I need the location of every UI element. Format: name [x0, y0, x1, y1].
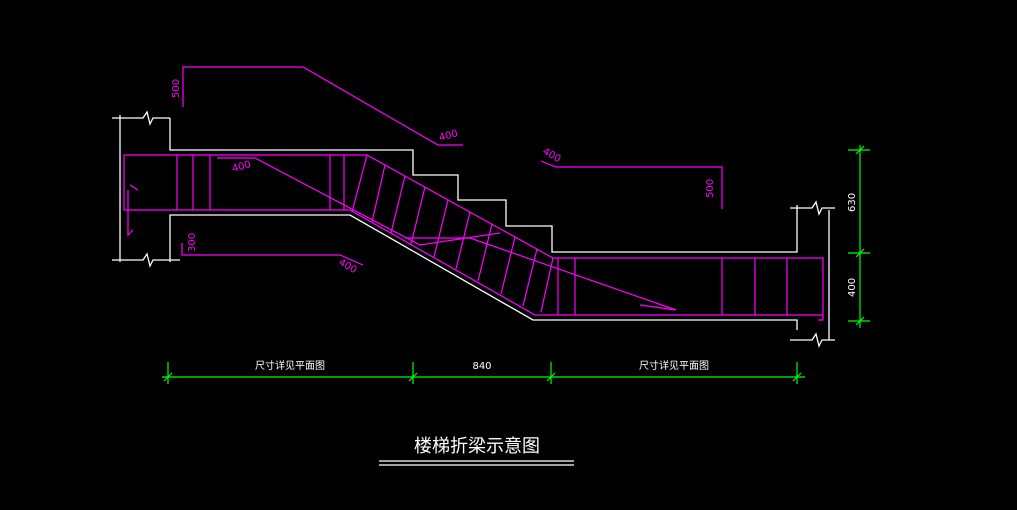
rebar-inner-bottom — [405, 237, 677, 311]
rebar-right-top-bent — [540, 160, 723, 209]
drawing-title: 楼梯折梁示意图 — [414, 436, 540, 457]
dim-slash — [855, 248, 865, 258]
stirrup — [371, 164, 386, 223]
rebar-inner-top — [217, 157, 501, 246]
stirrup — [390, 175, 406, 234]
dim-slash — [855, 145, 865, 155]
label-inner-top: 400 — [231, 159, 252, 175]
dim-slash — [408, 372, 418, 382]
stirrup — [540, 257, 554, 313]
stirrup — [351, 154, 368, 213]
dim-text-right-upper: 630 — [847, 193, 858, 212]
rebar-group — [123, 66, 824, 321]
title-underline — [379, 460, 574, 466]
dim-slash — [855, 316, 865, 326]
rebar-left-hook-a — [127, 190, 134, 237]
dim-text-middle-span: 840 — [472, 361, 491, 372]
dim-slash — [163, 372, 173, 382]
rebar-labels: 500 400 400 400 500 300 400 — [171, 79, 716, 276]
rebar-bottom-left — [181, 243, 364, 266]
stirrup — [455, 211, 471, 270]
upper-outline — [169, 118, 798, 253]
dimension-texts: 尺寸详见平面图 840 尺寸详见平面图 630 400 — [255, 193, 858, 372]
lower-outline — [169, 214, 798, 330]
concrete-outline — [112, 110, 835, 348]
label-top-left-vertical: 500 — [171, 79, 182, 98]
label-right-top-vertical: 500 — [705, 179, 716, 198]
dim-slash — [546, 372, 556, 382]
label-bottom-left-bend: 400 — [337, 257, 359, 276]
stirrup — [433, 199, 449, 258]
rebar-left-hook-b — [129, 184, 139, 191]
stirrup — [500, 236, 516, 295]
dimension-lines — [162, 145, 870, 384]
label-top-left-bend: 400 — [438, 128, 459, 144]
stirrup — [477, 223, 493, 282]
stirrup — [522, 248, 538, 307]
right-support-top-break — [790, 200, 835, 216]
stirrup — [410, 186, 426, 245]
dim-text-right-span: 尺寸详见平面图 — [639, 359, 709, 372]
label-bottom-left-vertical: 300 — [187, 233, 198, 252]
rebar-main-upper — [124, 154, 824, 321]
left-support-top-break — [112, 110, 170, 126]
right-support-bottom-break — [790, 332, 835, 348]
rebar-top-left-bent — [182, 66, 463, 146]
left-support-bottom-break — [112, 252, 180, 268]
dim-text-left-span: 尺寸详见平面图 — [255, 359, 325, 372]
dim-text-right-lower: 400 — [847, 278, 858, 297]
dim-slash — [792, 372, 802, 382]
rebar-main-lower — [123, 155, 823, 316]
